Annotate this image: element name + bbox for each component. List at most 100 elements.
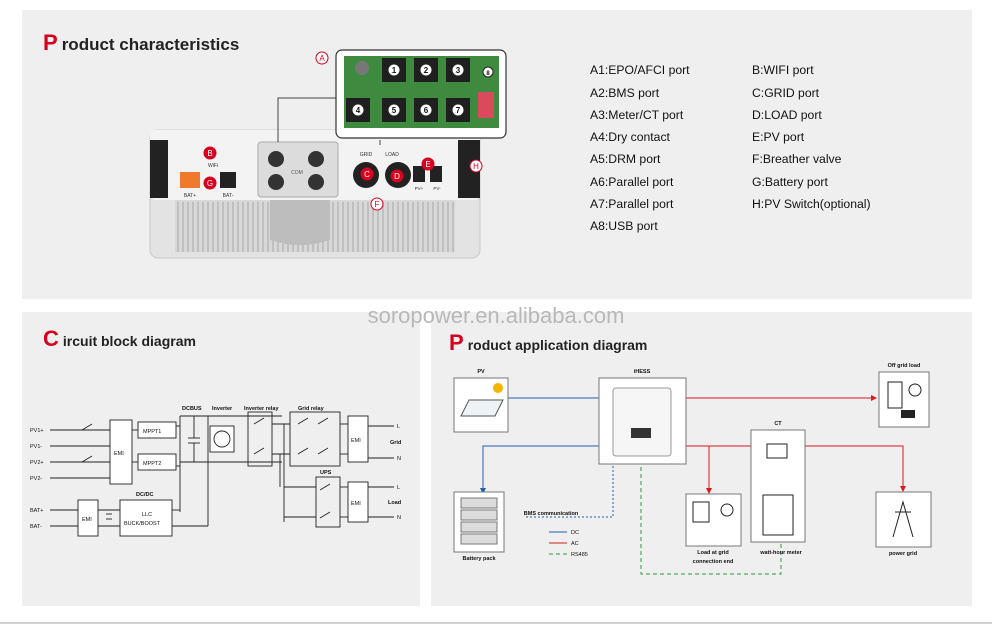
com-label: COM [291,170,303,176]
circuit-diagram: PV1+ PV1- PV2+ PV2- BAT+ BAT- EMI MPPT1 … [30,406,401,537]
port-number-badge [482,66,494,78]
port-a2: A2:BMS port [590,86,660,100]
header-ups: UPS [320,470,332,476]
header-inverter-relay: Inverter relay [244,406,279,412]
legend-rs485: RS485 [571,552,588,558]
header-dcdc: DC/DC [136,492,153,498]
input-pv2n: PV2- [30,476,42,482]
legend-ac: AC [571,541,579,547]
port-number: 2 [424,66,429,75]
block-emi-grid: EMI [351,438,361,444]
callout-letter-a: A [319,54,325,63]
port-number-badge [351,103,365,117]
port-a6: A6:Parallel port [590,175,674,189]
node-battery: Battery pack [462,556,496,562]
block-emi-bat: EMI [82,517,92,523]
port-a5: A5:DRM port [590,152,661,166]
node-ct: CT [774,421,782,427]
port-a1: A1:EPO/AFCI port [590,63,690,77]
callout-b [203,146,217,160]
block-buck-boost: BUCK/BOOST [124,521,161,527]
callout-a [315,51,329,65]
application-diagram: PV iHESS Off grid load CT Battery pack L… [453,363,932,575]
callout-letter-b: B [207,149,212,158]
port-number: 6 [424,106,429,115]
port-g: G:Battery port [752,175,828,189]
header-inverter: Inverter [212,406,233,412]
input-batn: BAT- [30,524,42,530]
callout-h [469,159,483,173]
block-emi-load: EMI [351,501,361,507]
port-number: 8 [486,71,490,77]
node-pv: PV [477,369,485,375]
port-a4: A4:Dry contact [590,130,670,144]
port-number: 1 [392,66,397,75]
port-b: B:WIFI port [752,63,814,77]
port-number: 5 [392,106,397,115]
port-number-badge [387,63,401,77]
node-ihess: iHESS [634,369,651,375]
node-offgrid: Off grid load [888,363,921,369]
port-c: C:GRID port [752,86,820,100]
wifi-label: WiFi [208,163,218,169]
callout-e [421,157,435,171]
callout-d [390,169,404,183]
output-n2: N [397,515,401,521]
port-number: 7 [456,106,461,115]
node-meter: watt-hour meter [759,550,802,556]
callout-f [370,197,384,211]
callout-letter-c: C [364,170,370,179]
input-pv1n: PV1- [30,444,42,450]
bms-label: BMS communication [524,511,579,517]
callout-letter-f: F [375,200,380,209]
watermark: soropower.en.alibaba.com [367,303,625,328]
callout-g [203,176,217,190]
port-number-badge [451,103,465,117]
callout-letter-h: H [473,162,479,171]
pv-pos-label: PV+ [415,186,424,191]
input-batp: BAT+ [30,508,44,514]
output-l1: L [397,424,400,430]
port-number-badge [419,103,433,117]
bat-neg-label: BAT- [223,193,234,199]
pv-neg-label: PV- [433,186,441,191]
application-diagram-panel [431,312,972,606]
callout-c [360,167,374,181]
port-number-badge [387,103,401,117]
port-number: 3 [456,66,461,75]
legend-dc: DC [571,530,579,536]
grid-label: GRID [360,152,373,158]
port-a3: A3:Meter/CT port [590,108,684,122]
port-d: D:LOAD port [752,108,822,122]
block-mppt2: MPPT2 [143,461,161,467]
output-l2: L [397,485,400,491]
bat-pos-label: BAT+ [184,193,196,199]
header-grid-relay: Grid relay [298,406,325,412]
input-pv1p: PV1+ [30,428,44,434]
output-n1: N [397,456,401,462]
port-number-badge [451,63,465,77]
port-f: F:Breather valve [752,152,842,166]
output-grid: Grid [390,440,401,446]
node-load-grid-2: connection end [693,559,734,565]
block-emi-in: EMI [114,451,124,457]
callout-letter-e: E [425,160,430,169]
output-load: Load [388,500,401,506]
node-load-grid-1: Load at grid [697,550,728,556]
node-powergrid: power grid [889,551,917,557]
callout-letter-d: D [394,172,400,181]
port-h: H:PV Switch(optional) [752,197,871,211]
bottom-divider [0,622,992,624]
port-number-badge [419,63,433,77]
port-e: E:PV port [752,130,805,144]
input-pv2p: PV2+ [30,460,44,466]
port-a7: A7:Parallel port [590,197,674,211]
block-mppt1: MPPT1 [143,429,161,435]
callout-letter-g: G [207,179,213,188]
load-label: LOAD [385,152,399,158]
header-dcbus: DCBUS [182,406,202,412]
